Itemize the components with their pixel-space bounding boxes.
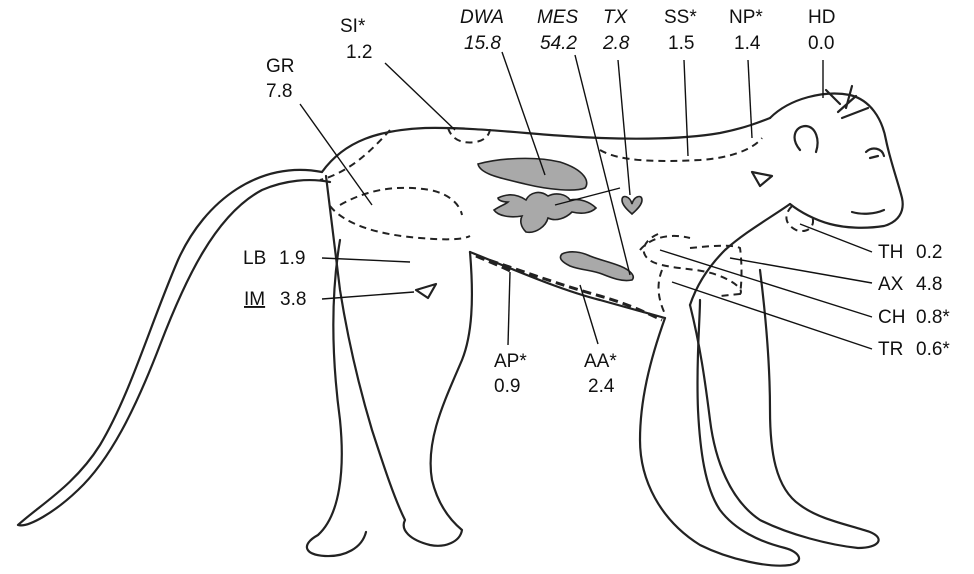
mouth [852, 210, 884, 214]
leader-tx [618, 60, 630, 195]
label-tx-code: TX [603, 7, 629, 28]
monkey-outline [18, 86, 903, 566]
region-tr [659, 270, 666, 316]
leader-dwa [502, 52, 545, 175]
region-np-ss [600, 138, 762, 161]
ear [795, 126, 818, 152]
label-gr-code: GR [266, 56, 295, 77]
label-np-code: NP* [729, 7, 763, 28]
label-th-value: 0.2 [916, 242, 942, 263]
organ-tx [622, 197, 642, 214]
leader-lines [300, 52, 872, 349]
label-tr-code: TR [878, 339, 903, 360]
organ-dwa [478, 158, 587, 190]
label-th-code: TH [878, 242, 903, 263]
label-aa-code: AA* [584, 351, 617, 372]
label-np-value: 1.4 [734, 33, 761, 54]
label-mes-code: MES [537, 7, 579, 28]
leader-tr [672, 282, 872, 349]
region-gr [320, 130, 462, 215]
organs [416, 158, 772, 298]
label-ch-code: CH [878, 307, 905, 328]
label-hd-code: HD [808, 7, 835, 28]
label-ap-value: 0.9 [494, 376, 520, 397]
label-im-value: 3.8 [280, 289, 306, 310]
label-hd-value: 0.0 [808, 33, 834, 54]
hind-leg-back [307, 240, 366, 556]
label-aa-value: 2.4 [588, 376, 615, 397]
label-ch-value: 0.8* [916, 307, 950, 328]
label-si-code: SI* [340, 16, 366, 37]
label-lb-code: LB [243, 248, 266, 269]
hind-leg [326, 176, 472, 546]
label-tx-value: 2.8 [602, 33, 630, 54]
leader-gr [300, 104, 372, 205]
organ-aa [560, 252, 633, 281]
leader-ap [508, 272, 510, 345]
marker-im [416, 284, 436, 298]
leader-im [322, 292, 414, 299]
label-dwa-value: 15.8 [464, 33, 501, 54]
label-ss-value: 1.5 [668, 33, 694, 54]
region-ch [640, 236, 690, 250]
label-tr-value: 0.6* [916, 339, 950, 360]
region-ap [476, 256, 512, 272]
leader-ss [684, 60, 688, 156]
label-ax-code: AX [878, 274, 904, 295]
leader-lb [322, 258, 410, 262]
eye [866, 149, 884, 158]
label-si-value: 1.2 [346, 42, 372, 63]
marker-np [752, 172, 772, 186]
label-gr-value: 7.8 [266, 81, 292, 102]
leader-si [385, 63, 455, 130]
label-ss-code: SS* [664, 7, 697, 28]
region-lb [330, 206, 470, 239]
leader-ch [660, 250, 872, 317]
label-ap-code: AP* [494, 351, 527, 372]
neck-chest [690, 204, 790, 305]
label-ax-value: 4.8 [916, 274, 942, 295]
leader-mes [575, 55, 630, 275]
dashed-regions [320, 128, 813, 320]
label-dwa-code: DWA [460, 7, 504, 28]
tail [18, 170, 330, 525]
label-im-code: IM [244, 289, 265, 310]
label-mes-value: 54.2 [540, 33, 577, 54]
hair-tuft [826, 86, 868, 118]
label-lb-value: 1.9 [279, 248, 305, 269]
